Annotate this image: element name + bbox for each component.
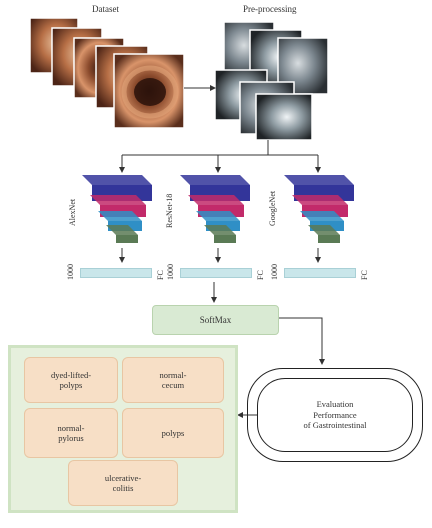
network-label-alexnet: AlexNet [68, 198, 77, 226]
network-label-googlenet: GoogleNet [268, 190, 277, 226]
class-box-2: normal- cecum [122, 357, 224, 403]
net-3-layer-4-top [308, 225, 340, 235]
class-box-3: normal- pylorus [24, 408, 118, 458]
evaluation-box: Evaluation Performance of Gastrointestin… [257, 378, 413, 452]
evaluation-outer-frame [247, 368, 423, 462]
softmax-label: SoftMax [199, 315, 232, 325]
class-box-5: ulcerative- colitis [68, 460, 178, 506]
preprocessing-images [214, 21, 329, 141]
net-3-layer-3-top [300, 211, 344, 221]
net-3-layer-1-top [284, 175, 354, 185]
net-2-layer-4-top [204, 225, 236, 235]
fc-label-2: FC [256, 270, 265, 280]
net-to-fc-arrows [119, 248, 321, 263]
fc-size-2: 1000 [166, 264, 175, 280]
class-box-1: dyed-lifted- polyps [24, 357, 118, 403]
fc-label-3: FC [360, 270, 369, 280]
net-3-layer-4 [318, 235, 340, 243]
fc-size-1: 1000 [66, 264, 75, 280]
network-stacks [82, 175, 354, 243]
arrow-softmax-to-evaluation [277, 317, 325, 365]
fc-label-1: FC [156, 270, 165, 280]
net-2-layer-2-top [188, 195, 244, 205]
net-1-layer-1-top [82, 175, 152, 185]
class-box-4: polyps [122, 408, 224, 458]
network-label-resnet: ResNet-18 [165, 193, 174, 228]
net-1-layer-4 [116, 235, 138, 243]
net-1-layer-4-top [106, 225, 138, 235]
net-1-layer-2-top [90, 195, 146, 205]
softmax-box: SoftMax [152, 305, 279, 335]
branch-arrows [119, 140, 321, 173]
dataset-images [29, 17, 185, 129]
net-2-layer-1-top [180, 175, 250, 185]
net-3-layer-2-top [292, 195, 348, 205]
fc-bar-2 [180, 268, 252, 278]
dataset-label: Dataset [92, 4, 119, 14]
fc-size-3: 1000 [270, 264, 279, 280]
net-2-layer-3-top [196, 211, 240, 221]
fc-bar-3 [284, 268, 356, 278]
net-2-layer-4 [214, 235, 236, 243]
net-1-layer-3-top [98, 211, 142, 221]
fc-bar-1 [80, 268, 152, 278]
preprocessing-label: Pre-processing [243, 4, 297, 14]
